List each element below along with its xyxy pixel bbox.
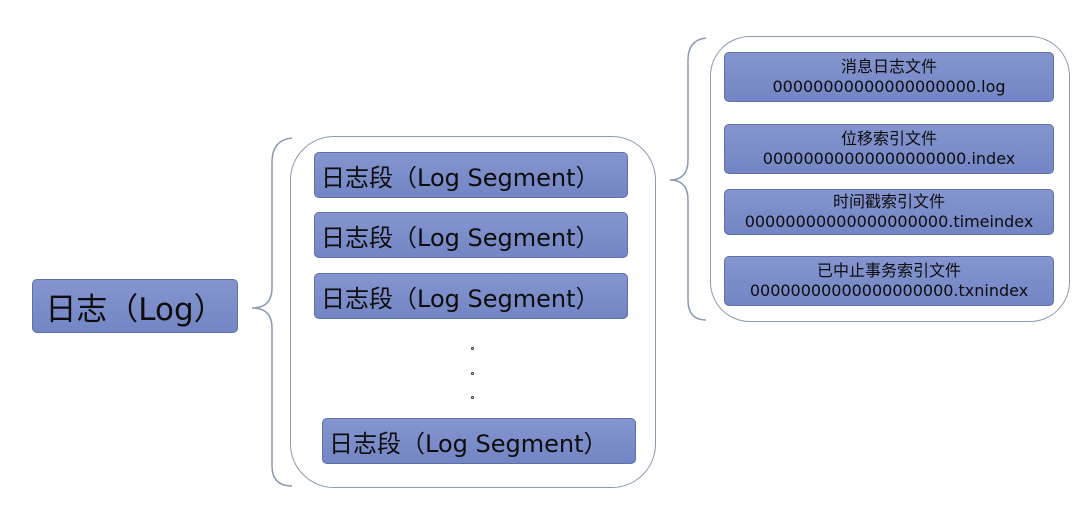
- file-title: 时间戳索引文件: [832, 192, 945, 211]
- segment-files-container: [710, 36, 1070, 322]
- segment-node-4: 日志段（Log Segment）: [322, 418, 636, 464]
- file-title: 位移索引文件: [840, 129, 937, 148]
- ellipsis-dot: [471, 372, 474, 375]
- ellipsis-dot: [471, 347, 474, 350]
- file-node-txnindex: 已中止事务索引文件 00000000000000000000.txnindex: [724, 256, 1054, 306]
- file-node-log: 消息日志文件 00000000000000000000.log: [724, 52, 1054, 102]
- file-node-index: 位移索引文件 00000000000000000000.index: [724, 124, 1054, 174]
- log-root-label: 日志（Log）: [45, 291, 225, 328]
- segment-label: 日志段（Log Segment）: [321, 223, 600, 252]
- log-root-node: 日志（Log）: [32, 279, 238, 333]
- segment-node-3: 日志段（Log Segment）: [314, 273, 628, 319]
- segments-container: [290, 136, 656, 488]
- file-name: 00000000000000000000.timeindex: [744, 212, 1034, 231]
- segment-node-1: 日志段（Log Segment）: [314, 152, 628, 198]
- root-brace: [251, 137, 293, 487]
- segment-label: 日志段（Log Segment）: [321, 284, 600, 313]
- file-name: 00000000000000000000.log: [772, 77, 1006, 96]
- ellipsis-dot: [471, 396, 474, 399]
- segment-brace: [669, 37, 707, 321]
- file-title: 消息日志文件: [840, 57, 937, 76]
- segment-label: 日志段（Log Segment）: [329, 429, 608, 458]
- segment-node-2: 日志段（Log Segment）: [314, 212, 628, 258]
- file-title: 已中止事务索引文件: [816, 261, 961, 280]
- file-node-timeindex: 时间戳索引文件 00000000000000000000.timeindex: [724, 189, 1054, 235]
- file-name: 00000000000000000000.txnindex: [749, 281, 1029, 300]
- segment-label: 日志段（Log Segment）: [321, 163, 600, 192]
- file-name: 00000000000000000000.index: [762, 149, 1016, 168]
